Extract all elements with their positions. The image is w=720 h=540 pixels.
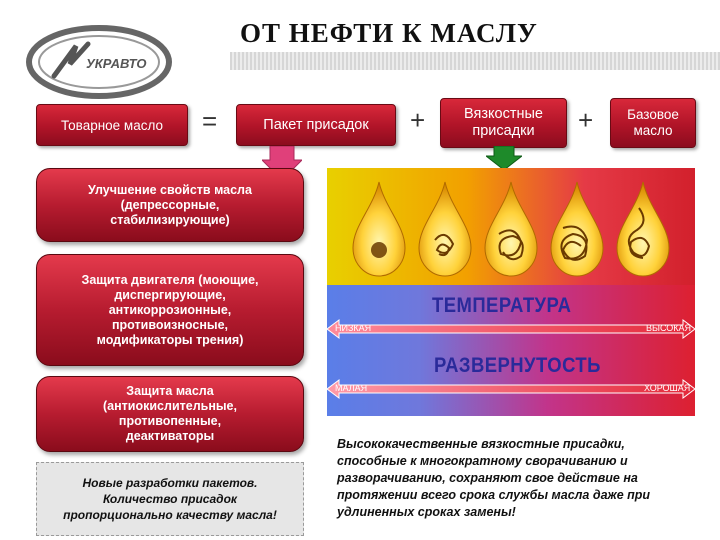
viscosity-additives-label: Вязкостные присадки: [464, 106, 543, 139]
oil-drops: [352, 181, 670, 277]
product-oil-box: Товарное масло: [36, 104, 188, 146]
oil-drop-4: [550, 181, 604, 277]
viscosity-additives-box: Вязкостные присадки: [440, 98, 567, 148]
plus-sign-2: +: [578, 105, 594, 135]
oil-drop-1: [352, 181, 406, 277]
temperature-label: ТЕМПЕРАТУРА: [432, 294, 572, 317]
note-left: Новые разработки пакетов. Количество при…: [36, 462, 304, 536]
page-title: ОТ НЕФТИ К МАСЛУ: [240, 18, 538, 48]
note-right-text: Высококачественные вязкостные присадки, …: [337, 437, 651, 519]
logo-text: УКРАВТО: [86, 56, 147, 71]
function-text-improvement: Улучшение свойств масла (депрессорные, с…: [88, 182, 252, 227]
function-box-improvement: Улучшение свойств масла (депрессорные, с…: [36, 168, 304, 242]
base-oil-label: Базовое масло: [627, 107, 679, 138]
function-text-engine-protection: Защита двигателя (моющие, диспергирующие…: [81, 272, 259, 347]
oil-drop-2: [418, 181, 472, 277]
uncoiling-low-label: МАЛАЯ: [335, 383, 368, 393]
temperature-arrow: [327, 319, 695, 339]
function-text-oil-protection: Защита масла (антиокислительные, противо…: [103, 384, 237, 443]
function-box-engine-protection: Защита двигателя (моющие, диспергирующие…: [36, 254, 304, 366]
uncoiling-arrow: [327, 379, 695, 399]
equals-sign: =: [202, 106, 218, 136]
illustration-lower-band: [327, 285, 695, 416]
temperature-high-label: ВЫСОКАЯ: [646, 323, 692, 333]
title-underline-bar: [230, 52, 720, 70]
uncoiling-high-label: ХОРОШАЯ: [644, 383, 691, 393]
uncoiling-label: РАЗВЕРНУТОСТЬ: [434, 354, 601, 377]
additive-package-label: Пакет присадок: [263, 117, 369, 133]
oil-drop-3: [484, 181, 538, 277]
product-oil-label: Товарное масло: [60, 117, 164, 133]
plus-sign-1: +: [410, 105, 426, 135]
function-box-oil-protection: Защита масла (антиокислительные, противо…: [36, 376, 304, 452]
note-left-text: Новые разработки пакетов. Количество при…: [63, 476, 277, 522]
additive-package-box: Пакет присадок: [236, 104, 396, 146]
base-oil-box: Базовое масло: [610, 98, 696, 148]
temperature-low-label: НИЗКАЯ: [335, 323, 372, 333]
company-logo: УКРАВТО: [26, 24, 172, 100]
green-down-arrow: [486, 146, 522, 170]
oil-drop-5: [616, 181, 670, 277]
